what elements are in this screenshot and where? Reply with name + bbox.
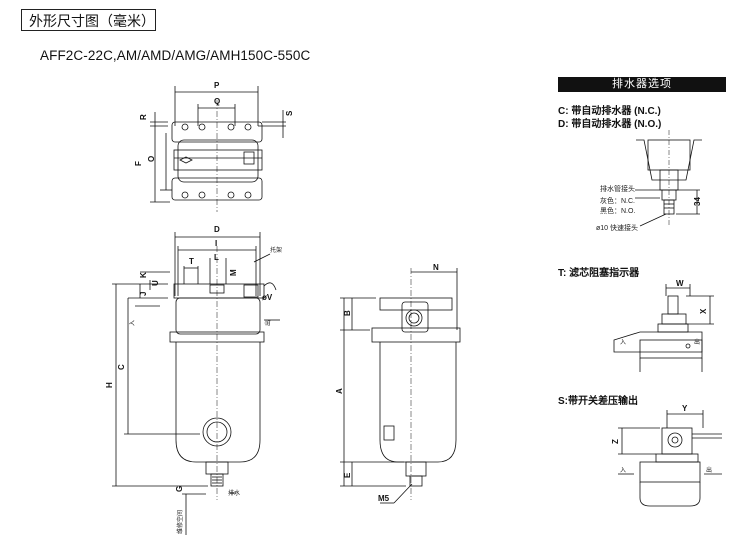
dim-x: X	[699, 308, 708, 314]
option-s-label: S:带开关差压输出	[558, 396, 638, 407]
dim-e: E	[343, 472, 352, 478]
t-in-label: 入	[620, 339, 626, 346]
drain-label: 排水	[228, 489, 240, 497]
front-in-label: 入	[129, 320, 136, 326]
front-out-label: 出	[264, 320, 272, 326]
maintenance-space-label: 维修空间	[176, 510, 184, 534]
dim-i: I	[215, 239, 217, 248]
dim-b: B	[343, 310, 352, 316]
drain-options-heading: 排水器选项	[558, 77, 726, 92]
model-number: AFF2C-22C,AM/AMD/AMG/AMH150C-550C	[40, 48, 311, 63]
dim-h: H	[105, 382, 114, 388]
dim-m5: M5	[378, 494, 390, 503]
option-c-label: C: 带自动排水器 (N.C.)	[558, 106, 661, 117]
dim-q: Q	[214, 97, 220, 106]
option-d-label: D: 带自动排水器 (N.O.)	[558, 119, 662, 130]
t-out-label: 出	[694, 338, 700, 346]
dim-g: G	[175, 486, 184, 492]
top-view-drawing	[150, 86, 286, 212]
dim-s: S	[285, 110, 294, 116]
s-option-drawing	[618, 410, 722, 507]
s-out-label: 出	[706, 466, 712, 474]
option-t-label: T: 滤芯阻塞指示器	[558, 268, 640, 279]
dim-w: W	[676, 279, 684, 288]
front-view-drawing	[112, 232, 280, 535]
dim-z: Z	[611, 439, 620, 444]
dim-o: O	[147, 156, 156, 162]
dim-d: D	[214, 225, 220, 234]
gray-nc-label: 灰色：N.C.	[600, 198, 635, 205]
page-title: 外形尺寸图（毫米）	[21, 9, 156, 31]
s-in-label: 入	[620, 467, 626, 474]
dim-c: C	[117, 364, 126, 370]
quick-fitting-label: ø10 快速接头	[596, 225, 639, 232]
dim-p: P	[214, 81, 220, 90]
dim-j: J	[139, 292, 148, 296]
dim-l: L	[214, 253, 219, 262]
side-view-drawing	[340, 268, 461, 504]
bracket-label: 托架	[270, 246, 282, 254]
dim-y: Y	[682, 404, 688, 413]
dim-m: M	[229, 269, 238, 276]
drain-fitting-label: 排水管接头	[600, 186, 635, 193]
dim-k: K	[139, 272, 148, 278]
t-option-drawing	[613, 284, 714, 372]
dim-a: A	[335, 388, 344, 394]
dim-v: øV	[262, 293, 273, 302]
dim-t: T	[189, 257, 194, 266]
dim-34: 34	[693, 197, 702, 206]
dim-n: N	[433, 263, 439, 272]
dim-f: F	[134, 161, 143, 166]
black-no-label: 黑色：N.O.	[600, 208, 636, 215]
dim-u: U	[151, 280, 160, 286]
dim-r: R	[139, 114, 148, 120]
drain-option-drawing	[635, 130, 702, 227]
